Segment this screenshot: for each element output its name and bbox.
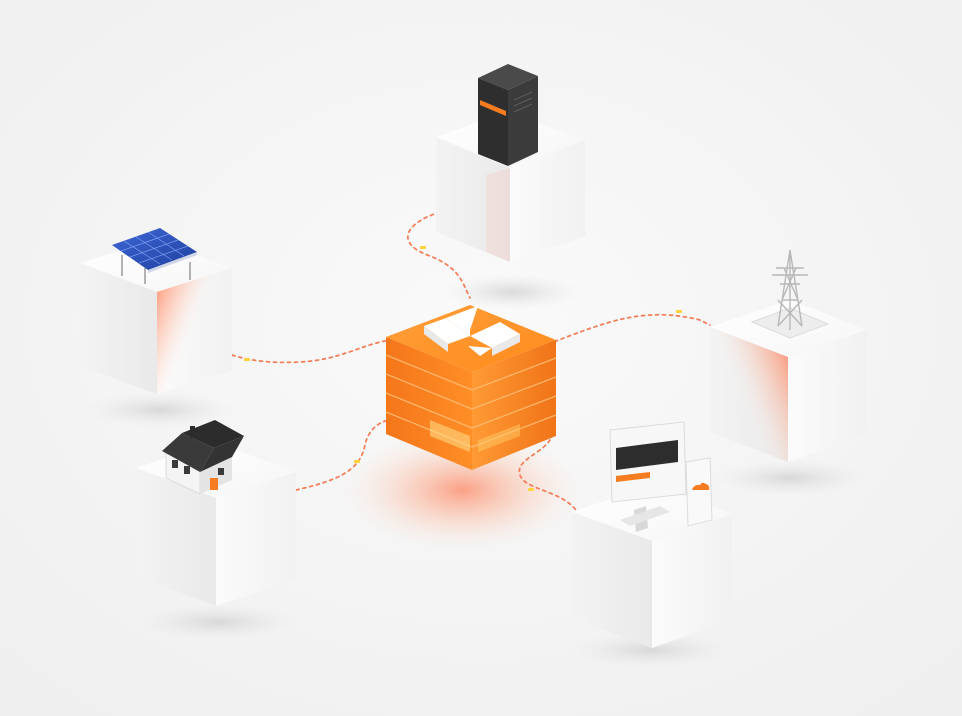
node-monitor-block[interactable] bbox=[572, 421, 732, 648]
power-tower-icon bbox=[772, 249, 808, 330]
connector-solar bbox=[179, 334, 391, 364]
hub-glow bbox=[342, 430, 582, 550]
node-grid-block[interactable] bbox=[710, 249, 867, 462]
connector-server bbox=[407, 211, 471, 299]
node-house-block[interactable] bbox=[136, 420, 296, 606]
node-solar-block[interactable] bbox=[80, 228, 232, 394]
lightning-logo-icon bbox=[424, 306, 520, 356]
connector-grid bbox=[547, 313, 711, 345]
connector-monitor bbox=[518, 439, 577, 511]
connector-house bbox=[295, 419, 393, 491]
ground-shadows bbox=[85, 274, 868, 668]
monitor-cloud-icon bbox=[609, 421, 713, 532]
node-server-block[interactable] bbox=[436, 64, 585, 262]
data-pulses bbox=[244, 246, 682, 491]
connectors bbox=[179, 211, 711, 511]
solar-panel-icon bbox=[112, 228, 197, 284]
hub-layers bbox=[385, 354, 557, 448]
hub-block[interactable] bbox=[385, 305, 557, 470]
house-icon bbox=[162, 420, 244, 495]
server-rack-icon bbox=[478, 64, 538, 166]
